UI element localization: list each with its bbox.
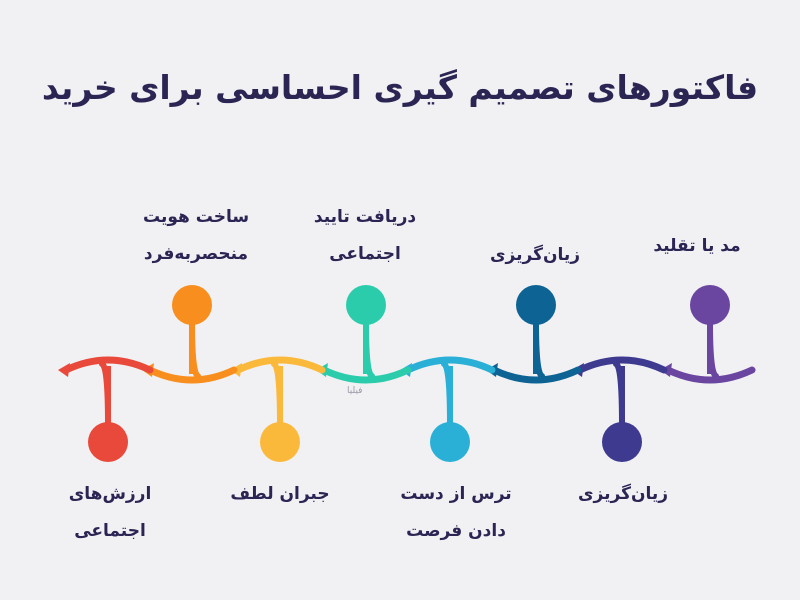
node-circle-7: [172, 285, 212, 325]
node-circle-6: [260, 422, 300, 462]
segment-3: [490, 366, 582, 384]
factor-label-7: ساخت هویت منحصربه‌فرد: [142, 207, 250, 264]
factor-label-1: مد یا تقلید: [653, 236, 741, 256]
factor-label-6: جبران لطف: [230, 484, 330, 504]
segment-2: [576, 356, 668, 374]
diagram-title: فاکتورهای تصمیم گیری احساسی برای خرید: [41, 68, 759, 107]
node-circle-5: [346, 285, 386, 325]
segment-5: [320, 366, 412, 384]
factor-label-3: زیان‌گریزی: [489, 245, 581, 265]
segment-1: [664, 366, 756, 384]
node-circle-3: [516, 285, 556, 325]
factor-label-5: دریافت تایید اجتماعی: [313, 207, 417, 264]
arrowhead-8: [58, 363, 70, 377]
factor-label-8: ارزش‌های اجتماعی: [68, 484, 152, 541]
node-circle-8: [88, 422, 128, 462]
node-circle-4: [430, 422, 470, 462]
segment-6: [234, 356, 326, 374]
segment-7: [146, 366, 238, 384]
node-circle-2: [602, 422, 642, 462]
watermark-logo: فیلیا: [347, 386, 363, 396]
factor-label-4: ترس از دست دادن فرصت: [400, 484, 512, 541]
segment-8: [62, 356, 154, 374]
factor-label-2: زیان‌گریزی: [577, 484, 669, 504]
segment-4: [404, 356, 496, 374]
node-circle-1: [690, 285, 730, 325]
